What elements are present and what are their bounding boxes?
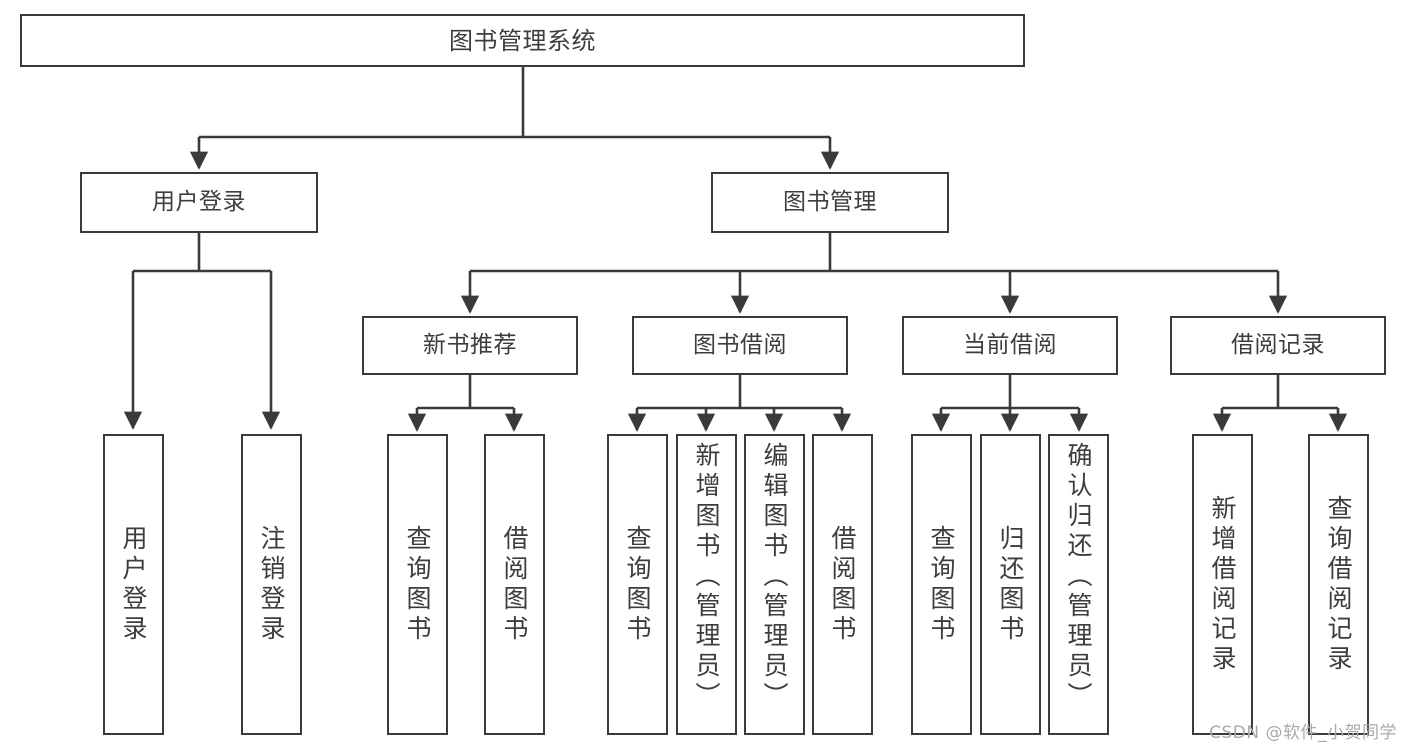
leaf-book-borrow-borrow[interactable]: 借阅图书: [812, 434, 873, 735]
node-label: 归还图书: [996, 524, 1025, 645]
node-label: 编辑图书（管理员）: [760, 442, 789, 712]
node-label: 查询借阅记录: [1324, 494, 1353, 675]
node-borrow-record[interactable]: 借阅记录: [1170, 316, 1386, 375]
leaf-user-login-login[interactable]: 用户登录: [103, 434, 164, 735]
node-label: 图书管理: [783, 189, 877, 215]
node-label: 借阅图书: [500, 524, 529, 645]
leaf-book-borrow-add[interactable]: 新增图书（管理员）: [676, 434, 737, 735]
node-label: 借阅记录: [1231, 332, 1325, 358]
node-label: 图书借阅: [693, 332, 787, 358]
node-label: 当前借阅: [963, 332, 1057, 358]
node-new-book-recommend[interactable]: 新书推荐: [362, 316, 578, 375]
node-label: 用户登录: [152, 189, 246, 215]
node-label: 新书推荐: [423, 332, 517, 358]
node-book-borrow[interactable]: 图书借阅: [632, 316, 848, 375]
node-label: 新增图书（管理员）: [692, 442, 721, 712]
leaf-new-book-borrow[interactable]: 借阅图书: [484, 434, 545, 735]
node-label: 用户登录: [119, 524, 148, 645]
node-label: 查询图书: [927, 524, 956, 645]
leaf-book-borrow-edit[interactable]: 编辑图书（管理员）: [744, 434, 805, 735]
leaf-current-borrow-confirm-return[interactable]: 确认归还（管理员）: [1048, 434, 1109, 735]
leaf-borrow-record-add[interactable]: 新增借阅记录: [1192, 434, 1253, 735]
node-label: 图书管理系统: [449, 26, 596, 55]
node-book-management[interactable]: 图书管理: [711, 172, 949, 233]
leaf-borrow-record-query[interactable]: 查询借阅记录: [1308, 434, 1369, 735]
node-root-book-management-system[interactable]: 图书管理系统: [20, 14, 1025, 67]
node-label: 查询图书: [623, 524, 652, 645]
leaf-current-borrow-query[interactable]: 查询图书: [911, 434, 972, 735]
node-label: 借阅图书: [828, 524, 857, 645]
csdn-watermark: CSDN @软件_小贺同学: [1209, 723, 1397, 743]
node-label: 确认归还（管理员）: [1064, 442, 1093, 712]
leaf-new-book-query[interactable]: 查询图书: [387, 434, 448, 735]
node-current-borrow[interactable]: 当前借阅: [902, 316, 1118, 375]
leaf-current-borrow-return[interactable]: 归还图书: [980, 434, 1041, 735]
node-user-login[interactable]: 用户登录: [80, 172, 318, 233]
node-label: 新增借阅记录: [1208, 494, 1237, 675]
leaf-book-borrow-query[interactable]: 查询图书: [607, 434, 668, 735]
node-label: 查询图书: [403, 524, 432, 645]
leaf-user-login-logout[interactable]: 注销登录: [241, 434, 302, 735]
node-label: 注销登录: [257, 524, 286, 645]
